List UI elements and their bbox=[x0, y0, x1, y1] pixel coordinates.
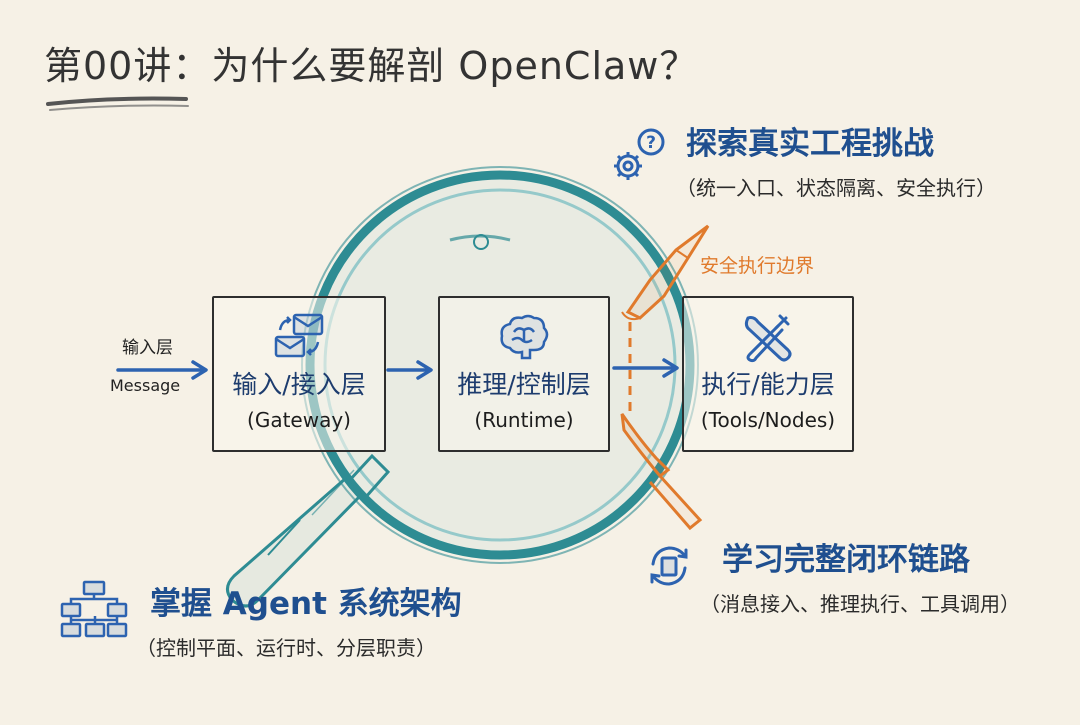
layer-name-gateway: 输入/接入层 bbox=[232, 370, 366, 399]
gear-question-icon: ? bbox=[606, 126, 670, 194]
svg-text:?: ? bbox=[646, 133, 656, 153]
scalpel-bottom-icon bbox=[620, 413, 703, 531]
layer-en-tools: (Tools/Nodes) bbox=[700, 408, 836, 432]
layer-box-gateway: 输入/接入层 (Gateway) bbox=[212, 296, 386, 452]
scalpel-top-icon bbox=[621, 224, 710, 321]
layer-en-runtime: (Runtime) bbox=[474, 408, 574, 432]
brain-icon bbox=[496, 312, 552, 366]
layer-name-tools: 执行/能力层 bbox=[701, 370, 835, 399]
layer-name-runtime: 推理/控制层 bbox=[457, 370, 591, 399]
section-explore-subtitle: （统一入口、状态隔离、安全执行） bbox=[676, 176, 996, 200]
page-title: 第00讲：为什么要解剖 OpenClaw？ bbox=[44, 44, 699, 88]
title-underline bbox=[46, 96, 188, 106]
section-loop-subtitle: （消息接入、推理执行、工具调用） bbox=[700, 592, 1020, 616]
layer-box-runtime: 推理/控制层 (Runtime) bbox=[438, 296, 610, 452]
input-message-label: Message bbox=[110, 376, 181, 395]
section-explore-title: 探索真实工程挑战 bbox=[686, 126, 934, 162]
hierarchy-icon bbox=[58, 578, 130, 642]
security-boundary-label: 安全执行边界 bbox=[700, 255, 815, 277]
tools-icon bbox=[740, 312, 796, 368]
section-architecture-title: 掌握 Agent 系统架构 bbox=[150, 586, 462, 622]
layer-en-gateway: (Gateway) bbox=[247, 408, 351, 432]
cycle-document-icon bbox=[645, 542, 693, 594]
flow-arrows bbox=[116, 358, 679, 380]
mail-exchange-icon bbox=[272, 312, 328, 364]
section-architecture-subtitle: （控制平面、运行时、分层职责） bbox=[136, 636, 436, 660]
layer-box-tools: 执行/能力层 (Tools/Nodes) bbox=[682, 296, 854, 452]
section-loop-title: 学习完整闭环链路 bbox=[722, 542, 970, 578]
input-layer-label: 输入层 bbox=[122, 338, 173, 358]
